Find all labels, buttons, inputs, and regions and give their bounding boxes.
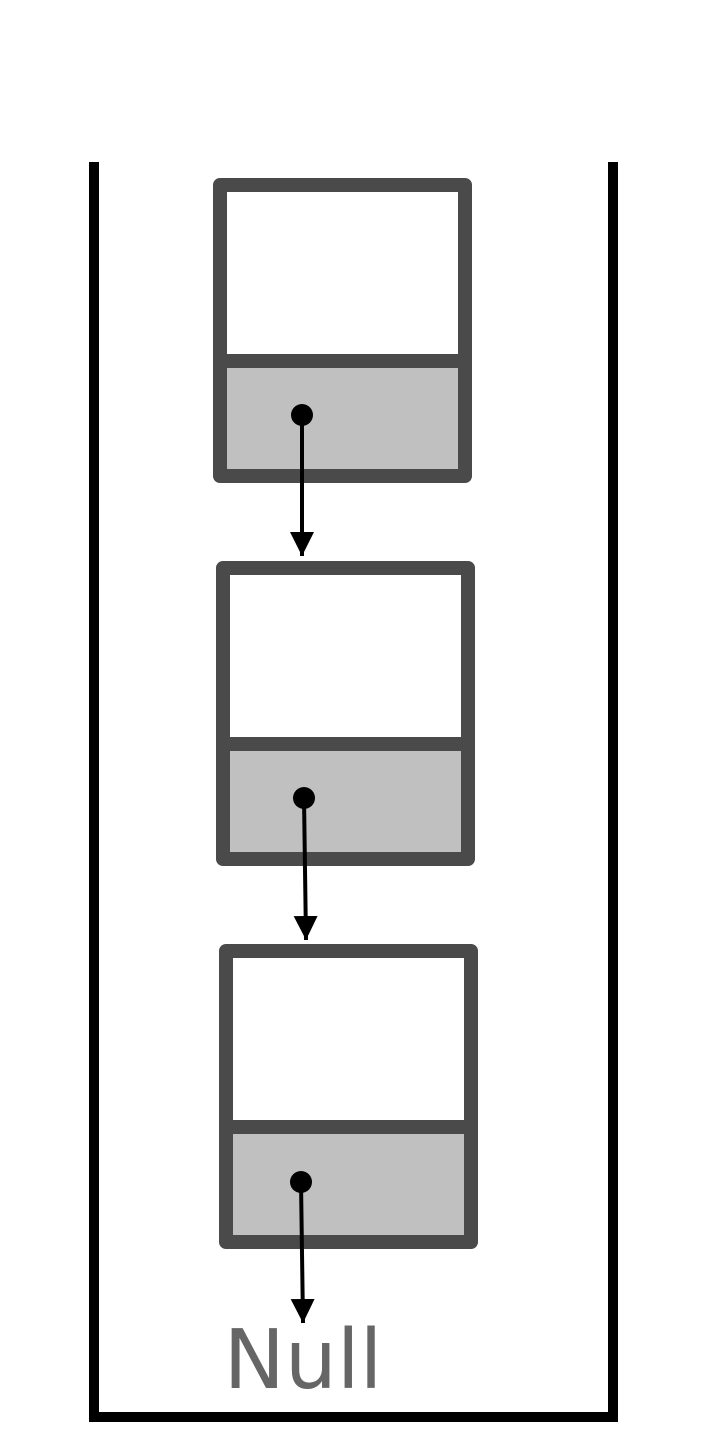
node-2-pointer-field xyxy=(223,744,468,859)
node-1-pointer-field xyxy=(220,361,465,476)
node-1-data-field xyxy=(220,185,465,361)
node-3-pointer-field xyxy=(226,1127,471,1242)
stack-container xyxy=(89,162,618,1422)
node-3-data-field xyxy=(226,951,471,1127)
node-2-next-arrow xyxy=(293,797,318,941)
node-2-data-field xyxy=(223,568,468,744)
null-terminator-label: Null xyxy=(224,1313,383,1408)
list-node-2 xyxy=(216,561,475,866)
node-3-border xyxy=(219,944,478,1249)
node-1-border xyxy=(213,178,472,483)
list-node-3 xyxy=(219,944,478,1249)
list-node-1 xyxy=(213,178,472,483)
node-2-border xyxy=(216,561,475,866)
node-3-next-arrow xyxy=(290,1181,315,1324)
